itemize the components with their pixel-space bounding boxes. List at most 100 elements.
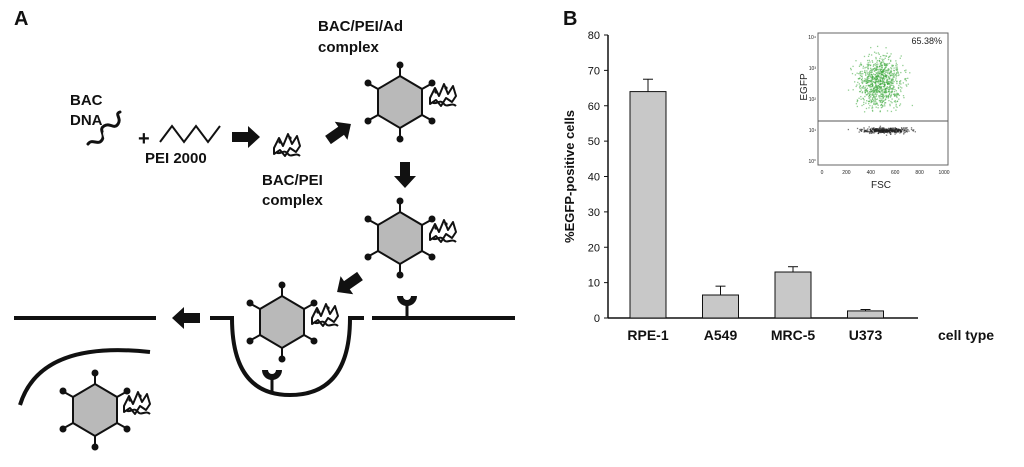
event-dot (881, 131, 883, 133)
event-dot (867, 100, 870, 103)
event-dot (892, 79, 894, 81)
event-dot (867, 71, 869, 74)
event-dot (899, 130, 901, 132)
event-dot (875, 101, 877, 103)
event-dot (875, 98, 877, 101)
event-dot (869, 61, 871, 63)
event-dot (895, 75, 898, 77)
event-dot (880, 93, 883, 95)
event-dot (882, 77, 884, 79)
event-dot (872, 129, 874, 131)
event-dot (909, 72, 911, 74)
event-dot (874, 103, 876, 106)
event-dot (884, 102, 887, 104)
event-dot (862, 79, 864, 82)
event-dot (888, 129, 891, 131)
event-dot (877, 78, 879, 81)
event-dot (885, 131, 887, 133)
y-tick-label: 20 (588, 242, 600, 254)
event-dot (886, 63, 888, 65)
event-dot (874, 88, 877, 91)
event-dot (885, 130, 887, 132)
event-dot (882, 69, 884, 72)
event-dot (876, 61, 878, 63)
event-dot (895, 94, 897, 96)
event-dot (865, 66, 867, 68)
event-dot (876, 68, 878, 70)
event-dot (870, 91, 872, 94)
event-dot (868, 100, 870, 103)
event-dot (886, 131, 889, 133)
event-dot (880, 95, 882, 98)
egfp-negative-population (847, 125, 916, 136)
event-dot (890, 53, 892, 55)
event-dot (897, 93, 899, 95)
event-dot (879, 77, 881, 79)
event-dot (896, 128, 899, 131)
event-dot (871, 110, 874, 112)
event-dot (868, 102, 870, 105)
event-dot (855, 85, 857, 88)
event-dot (873, 88, 875, 90)
y-tick-label: 0 (594, 313, 600, 325)
event-dot (896, 106, 898, 108)
event-dot (886, 79, 888, 81)
event-dot (857, 81, 859, 84)
event-dot (878, 71, 880, 73)
event-dot (865, 90, 868, 92)
event-dot (867, 75, 870, 77)
event-dot (892, 128, 895, 130)
event-dot (875, 95, 877, 98)
event-dot (850, 69, 852, 71)
event-dot (875, 85, 877, 87)
event-dot (868, 75, 871, 77)
event-dot (873, 96, 875, 98)
event-dot (867, 62, 869, 64)
event-dot (869, 72, 871, 74)
event-dot (883, 129, 886, 131)
event-dot (889, 55, 891, 57)
event-dot (876, 84, 878, 87)
event-dot (898, 129, 900, 132)
event-dot (888, 132, 891, 134)
event-dot (871, 77, 873, 79)
event-dot (864, 95, 866, 98)
event-dot (876, 66, 878, 69)
event-dot (881, 83, 884, 85)
event-dot (870, 80, 872, 83)
event-dot (870, 101, 872, 103)
bac-pei-complex-label-line1: BAC/PEI (262, 172, 323, 189)
inset-y-tick: 10¹ (809, 128, 817, 134)
event-dot (896, 64, 898, 66)
event-dot (858, 83, 860, 85)
event-dot (886, 76, 888, 78)
event-dot (880, 86, 882, 88)
event-dot (896, 93, 899, 95)
event-dot (882, 128, 884, 130)
bac-pei-complex-label-line2: complex (262, 192, 323, 209)
event-dot (855, 60, 857, 62)
event-dot (847, 128, 850, 131)
event-dot (899, 89, 902, 91)
percent-positive-label: 65.38% (911, 36, 942, 46)
event-dot (880, 63, 882, 65)
event-dot (870, 90, 872, 92)
event-dot (889, 87, 891, 89)
event-dot (882, 97, 885, 99)
event-dot (910, 127, 913, 129)
event-dot (873, 86, 875, 88)
event-dot (888, 88, 890, 90)
inset-y-tick: 10⁴ (808, 35, 816, 41)
event-dot (861, 81, 863, 84)
event-dot (902, 64, 904, 67)
event-dot (871, 78, 873, 80)
event-dot (889, 93, 891, 95)
event-dot (876, 128, 879, 130)
event-dot (863, 101, 865, 104)
event-dot (895, 94, 897, 97)
event-dot (905, 69, 907, 71)
event-dot (869, 99, 871, 101)
event-dot (888, 62, 891, 64)
event-dot (864, 129, 867, 132)
